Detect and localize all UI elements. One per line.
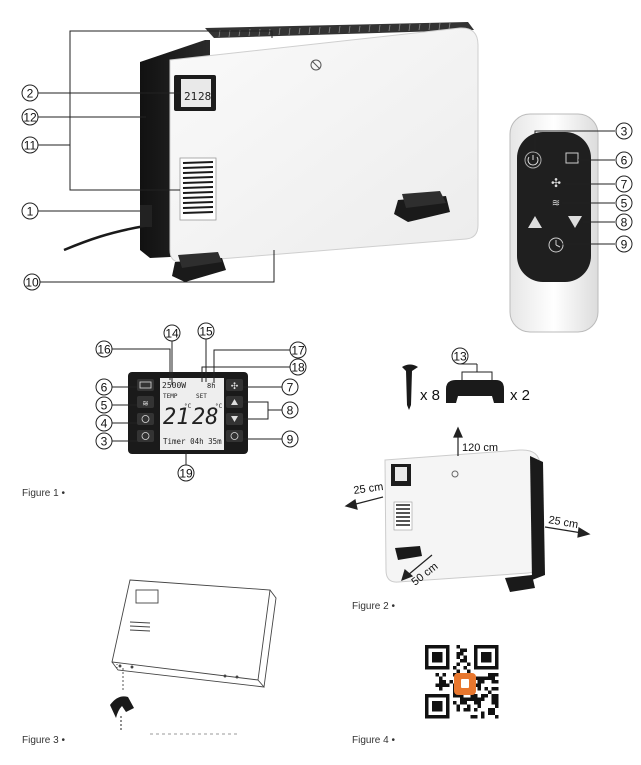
figure-4-caption: Figure 4 •	[352, 735, 395, 746]
screws-count: x 8	[420, 387, 440, 404]
svg-text:16: 16	[97, 343, 111, 357]
svg-text:6: 6	[101, 381, 108, 395]
callout-9-remote: 9	[615, 235, 633, 253]
clearance-left: 25 cm	[353, 481, 384, 497]
lcd-timer: Timer 04h 35m	[163, 437, 222, 446]
lcd-temp-label: TEMP	[163, 393, 178, 400]
lcd-set-label: SET	[196, 393, 207, 400]
svg-text:3: 3	[621, 125, 628, 139]
callout-15: 15	[197, 322, 215, 340]
svg-text:10: 10	[25, 276, 39, 290]
callout-9: 9	[281, 430, 299, 448]
svg-text:3: 3	[101, 435, 108, 449]
svg-text:5: 5	[101, 399, 108, 413]
lcd-unit-2: °C	[215, 403, 223, 410]
svg-text:2: 2	[27, 87, 34, 101]
svg-text:≋: ≋	[552, 198, 560, 209]
callout-16: 16	[95, 340, 113, 358]
svg-text:14: 14	[165, 327, 179, 341]
svg-text:18: 18	[291, 361, 305, 375]
callout-12: 12	[21, 108, 39, 126]
svg-text:11: 11	[24, 139, 37, 153]
svg-text:≋: ≋	[142, 399, 149, 408]
callout-10: 10	[23, 273, 41, 291]
svg-text:8: 8	[287, 404, 294, 418]
svg-text:15: 15	[199, 325, 213, 339]
lcd-power: 2500W	[162, 381, 186, 390]
callout-13: 13	[451, 347, 469, 365]
wall-mount-illustration	[111, 579, 277, 735]
callout-1: 1	[21, 202, 39, 220]
svg-text:6: 6	[621, 154, 628, 168]
feet-count: x 2	[510, 387, 530, 404]
callout-5-remote: 5	[615, 194, 633, 212]
svg-text:28: 28	[198, 90, 211, 103]
callout-18: 18	[289, 358, 307, 376]
callout-4: 4	[95, 414, 113, 432]
callout-7: 7	[281, 378, 299, 396]
callout-14: 14	[163, 324, 181, 342]
lcd-unit-1: °C	[184, 403, 192, 410]
clearance-illustration	[384, 449, 545, 592]
heater-illustration	[63, 22, 479, 282]
clearance-top: 120 cm	[462, 442, 498, 454]
svg-text:7: 7	[287, 381, 294, 395]
callout-7-remote: 7	[615, 175, 633, 193]
svg-text:21: 21	[184, 90, 197, 103]
callout-8: 8	[281, 401, 299, 419]
callout-17: 17	[289, 341, 307, 359]
svg-text:8: 8	[621, 216, 628, 230]
heater-leader-lines	[38, 30, 275, 283]
svg-text:1: 1	[27, 205, 34, 219]
svg-text:13: 13	[453, 350, 467, 364]
lcd-fan-mode: 8h	[207, 382, 215, 390]
callout-6: 6	[95, 378, 113, 396]
qr-code-image	[423, 643, 503, 723]
svg-text:17: 17	[291, 344, 305, 358]
callout-3: 3	[95, 432, 113, 450]
svg-text:9: 9	[287, 433, 294, 447]
figure-1-caption: Figure 1 •	[22, 488, 65, 499]
svg-text:5: 5	[621, 197, 628, 211]
clearance-right: 25 cm	[547, 514, 579, 531]
callout-11: 11	[21, 136, 39, 154]
lcd-current-temp: 21	[163, 405, 190, 430]
callout-5: 5	[95, 396, 113, 414]
svg-text:✣: ✣	[551, 176, 561, 190]
figure-2-caption: Figure 2 •	[352, 601, 395, 612]
svg-text:7: 7	[621, 178, 628, 192]
svg-text:✣: ✣	[231, 382, 239, 392]
remote-control: ✣ ≋	[509, 113, 599, 333]
callout-2: 2	[21, 84, 39, 102]
svg-text:12: 12	[23, 111, 37, 125]
svg-text:19: 19	[179, 467, 193, 481]
control-panel: ≋ ✣	[128, 372, 248, 454]
lcd-set-temp: 28	[192, 405, 219, 430]
accessories	[402, 364, 504, 410]
svg-text:9: 9	[621, 238, 628, 252]
callout-6-remote: 6	[615, 151, 633, 169]
callout-3-remote: 3	[615, 122, 633, 140]
callout-8-remote: 8	[615, 213, 633, 231]
figure-3-caption: Figure 3 •	[22, 735, 65, 746]
svg-text:4: 4	[101, 417, 108, 431]
callout-19: 19	[177, 464, 195, 482]
